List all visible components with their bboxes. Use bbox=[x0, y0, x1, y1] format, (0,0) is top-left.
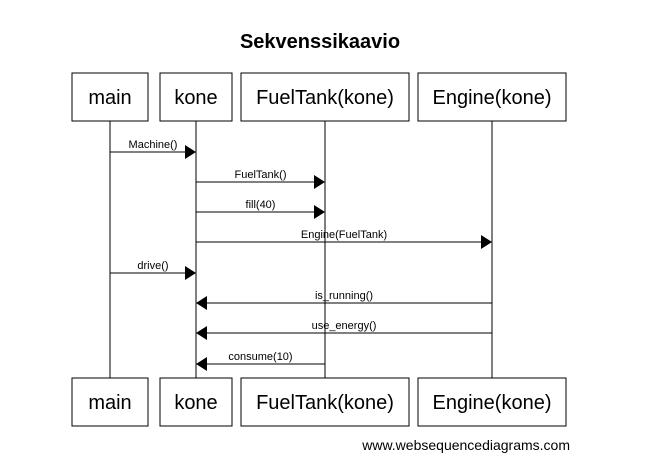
arrowhead-icon bbox=[185, 145, 196, 159]
participant-main-bottom: main bbox=[71, 377, 149, 427]
footer-watermark: www.websequencediagrams.com bbox=[361, 437, 570, 453]
message-label: Engine(FuelTank) bbox=[301, 229, 387, 241]
arrowhead-icon bbox=[314, 175, 325, 189]
message-label: drive() bbox=[137, 260, 168, 272]
participant-box bbox=[159, 72, 233, 122]
message-1: Machine() bbox=[110, 139, 196, 159]
diagram-title: Sekvenssikaavio bbox=[240, 31, 400, 53]
message-label: is_running() bbox=[315, 290, 373, 302]
message-4: Engine(FuelTank) bbox=[196, 229, 492, 249]
arrowhead-icon bbox=[185, 266, 196, 280]
participant-label: Engine(kone) bbox=[433, 392, 552, 414]
message-7: use_energy() bbox=[196, 320, 492, 340]
arrowhead-icon bbox=[196, 296, 207, 310]
message-2: FuelTank() bbox=[196, 169, 325, 189]
arrowhead-icon bbox=[196, 326, 207, 340]
participant-kone-bottom: kone bbox=[159, 377, 233, 427]
message-6: is_running() bbox=[196, 290, 492, 310]
participant-label: kone bbox=[174, 87, 217, 109]
participant-box bbox=[240, 377, 410, 427]
message-label: FuelTank() bbox=[235, 169, 287, 181]
participant-box bbox=[159, 377, 233, 427]
message-3: fill(40) bbox=[196, 199, 325, 219]
message-label: fill(40) bbox=[246, 199, 276, 211]
message-label: consume(10) bbox=[228, 351, 292, 363]
participant-engine-top: Engine(kone) bbox=[417, 72, 567, 122]
arrowhead-icon bbox=[481, 235, 492, 249]
participant-box bbox=[417, 72, 567, 122]
participants-bottom: main kone FuelTank(kone) Engine(kone) bbox=[71, 377, 567, 427]
participant-box bbox=[71, 72, 149, 122]
lifelines bbox=[109, 121, 493, 378]
participant-box bbox=[240, 72, 410, 122]
participant-box bbox=[417, 377, 567, 427]
participant-label: FuelTank(kone) bbox=[256, 87, 394, 109]
message-label: Machine() bbox=[129, 139, 178, 151]
participant-fueltank-bottom: FuelTank(kone) bbox=[240, 377, 410, 427]
participants-top: main kone FuelTank(kone) Engine(kone) bbox=[71, 72, 567, 122]
participant-kone-top: kone bbox=[159, 72, 233, 122]
participant-label: main bbox=[88, 87, 131, 109]
participant-label: FuelTank(kone) bbox=[256, 392, 394, 414]
participant-main-top: main bbox=[71, 72, 149, 122]
participant-engine-bottom: Engine(kone) bbox=[417, 377, 567, 427]
message-label: use_energy() bbox=[312, 320, 377, 332]
participant-box bbox=[71, 377, 149, 427]
participant-fueltank-top: FuelTank(kone) bbox=[240, 72, 410, 122]
participant-label: kone bbox=[174, 392, 217, 414]
messages: Machine() FuelTank() fill(40) Engine(FuelTa… bbox=[110, 139, 492, 371]
participant-label: Engine(kone) bbox=[433, 87, 552, 109]
participant-label: main bbox=[88, 392, 131, 414]
arrowhead-icon bbox=[314, 205, 325, 219]
message-5: drive() bbox=[110, 260, 196, 280]
message-8: consume(10) bbox=[196, 351, 325, 371]
arrowhead-icon bbox=[196, 357, 207, 371]
